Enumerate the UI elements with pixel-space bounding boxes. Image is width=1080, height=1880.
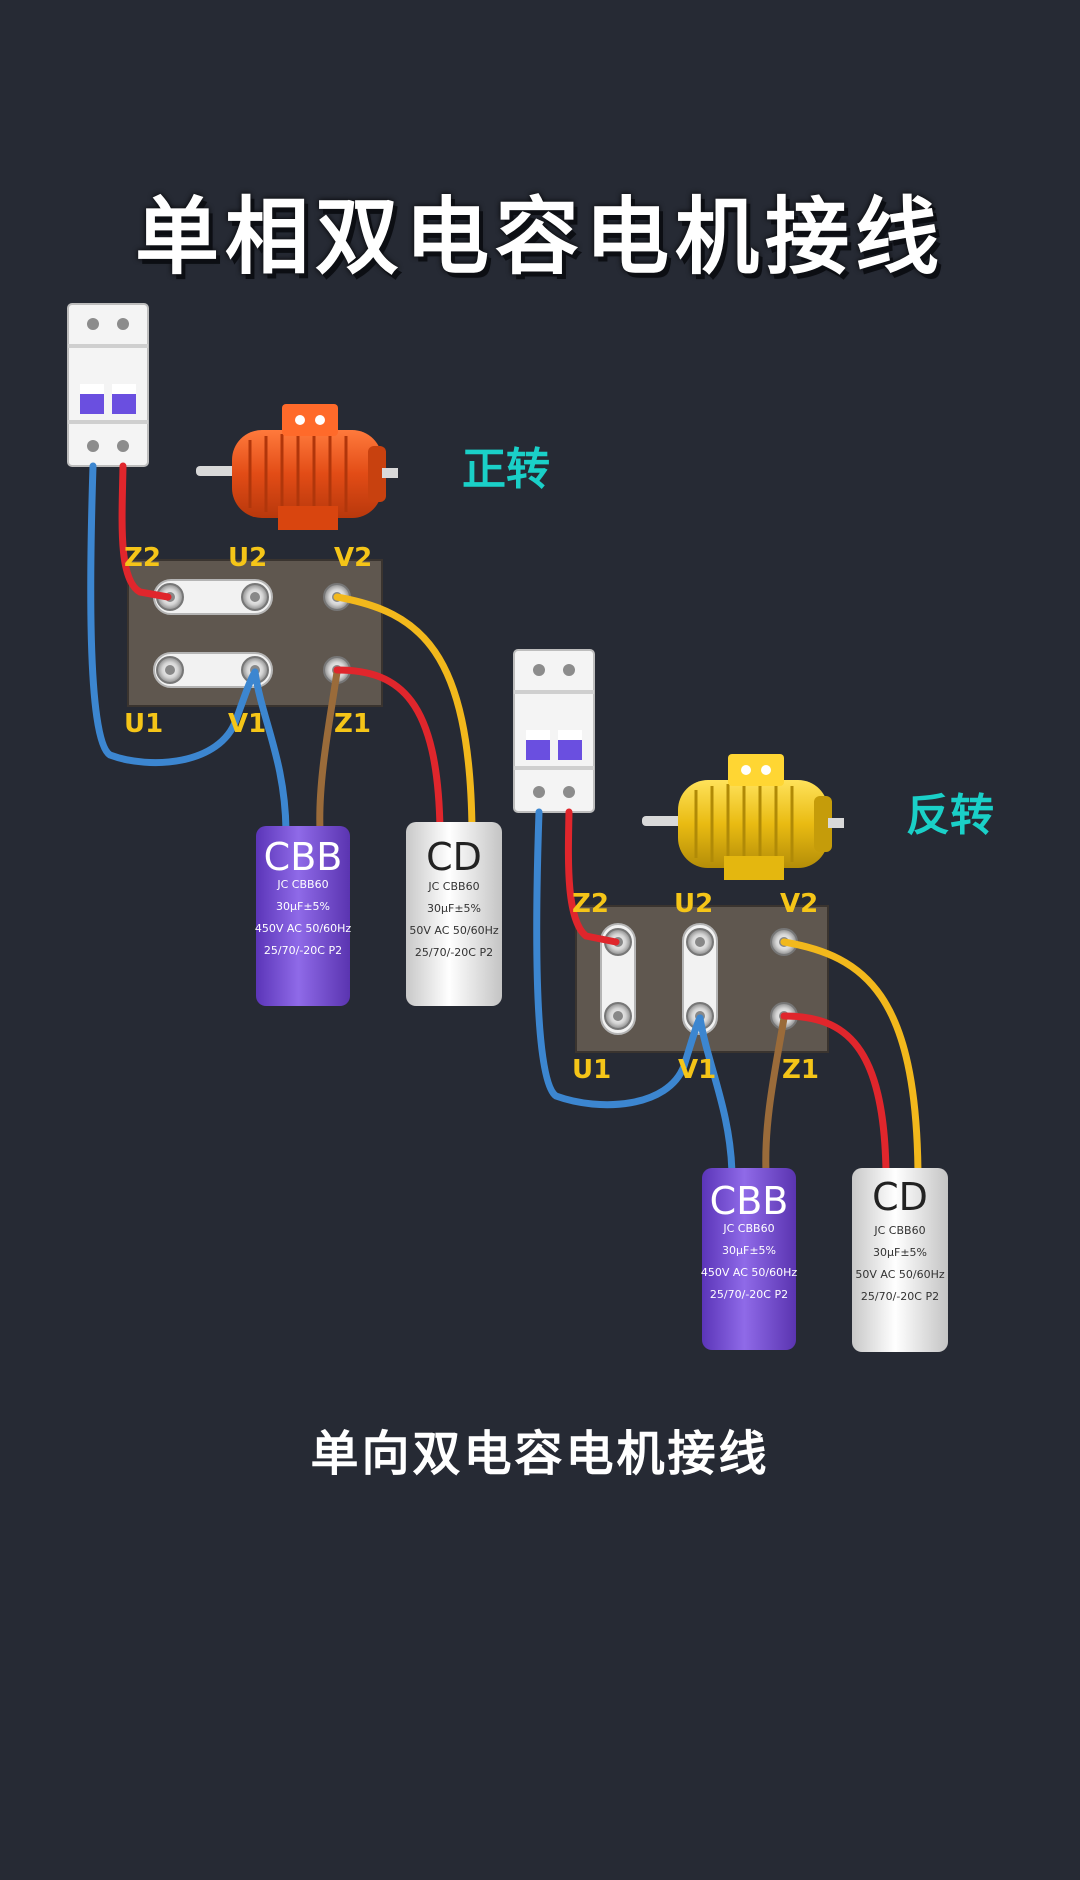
motor-forward [196, 404, 398, 530]
capacitor-cbb-reverse: CBB JC CBB60 30μF±5% 450V AC 50/60Hz 25/… [701, 1168, 797, 1350]
capacitor-spec: 30μF±5% [427, 902, 481, 915]
terminal-label-u1: U1 [124, 709, 163, 739]
direction-label-reverse: 反转 [906, 790, 994, 841]
capacitor-name: CBB [710, 1179, 789, 1223]
wires-reverse [533, 808, 922, 1176]
capacitor-spec: 25/70/-20C P2 [264, 944, 342, 957]
capacitor-spec: JC CBB60 [427, 880, 479, 893]
page-title: 单相双电容电机接线 [134, 188, 945, 286]
terminal-label-u2: U2 [228, 543, 267, 573]
terminal-label-v2: V2 [334, 543, 372, 573]
capacitor-cd-forward: CD JC CBB60 30μF±5% 50V AC 50/60Hz 25/70… [406, 822, 502, 1006]
reverse-diagram: 反转 Z2 U2 V2 U1 V1 Z1 [513, 649, 994, 1352]
caption: 单向双电容电机接线 [310, 1426, 770, 1482]
terminal-screws-forward [156, 583, 351, 684]
capacitor-spec: 25/70/-20C P2 [710, 1288, 788, 1301]
terminal-label-z2: Z2 [124, 543, 161, 573]
circuit-breaker-forward [67, 303, 149, 467]
capacitor-spec: JC CBB60 [276, 878, 328, 891]
capacitor-cbb-forward: CBB JC CBB60 30μF±5% 450V AC 50/60Hz 25/… [255, 826, 351, 1006]
capacitor-spec: 25/70/-20C P2 [415, 946, 493, 959]
capacitor-spec: 30μF±5% [873, 1246, 927, 1259]
motor-reverse [642, 754, 844, 880]
capacitor-cd-reverse: CD JC CBB60 30μF±5% 50V AC 50/60Hz 25/70… [852, 1168, 948, 1352]
capacitor-spec: 450V AC 50/60Hz [255, 922, 351, 935]
terminal-label-u2: U2 [674, 889, 713, 919]
terminal-label-u1: U1 [572, 1055, 611, 1085]
capacitor-spec: 25/70/-20C P2 [861, 1290, 939, 1303]
direction-label-forward: 正转 [462, 444, 550, 495]
terminal-label-z2: Z2 [572, 889, 609, 919]
capacitor-spec: JC CBB60 [722, 1222, 774, 1235]
capacitor-spec: 30μF±5% [722, 1244, 776, 1257]
capacitor-spec: 50V AC 50/60Hz [409, 924, 498, 937]
capacitor-spec: 30μF±5% [276, 900, 330, 913]
jumper-link [153, 652, 273, 688]
capacitor-spec: 450V AC 50/60Hz [701, 1266, 797, 1279]
circuit-breaker-reverse [513, 649, 595, 813]
capacitor-name: CBB [264, 835, 343, 879]
terminal-label-v1: V1 [678, 1055, 716, 1085]
terminal-label-v2: V2 [780, 889, 818, 919]
capacitor-name: CD [426, 835, 482, 879]
capacitor-spec: JC CBB60 [873, 1224, 925, 1237]
forward-diagram: 正转 Z2 U2 V2 U1 V1 Z1 [67, 303, 550, 1006]
capacitor-name: CD [872, 1175, 928, 1219]
terminal-label-z1: Z1 [334, 709, 371, 739]
capacitor-spec: 50V AC 50/60Hz [855, 1268, 944, 1281]
wires-forward [87, 462, 476, 834]
terminal-label-v1: V1 [228, 709, 266, 739]
terminal-label-z1: Z1 [782, 1055, 819, 1085]
